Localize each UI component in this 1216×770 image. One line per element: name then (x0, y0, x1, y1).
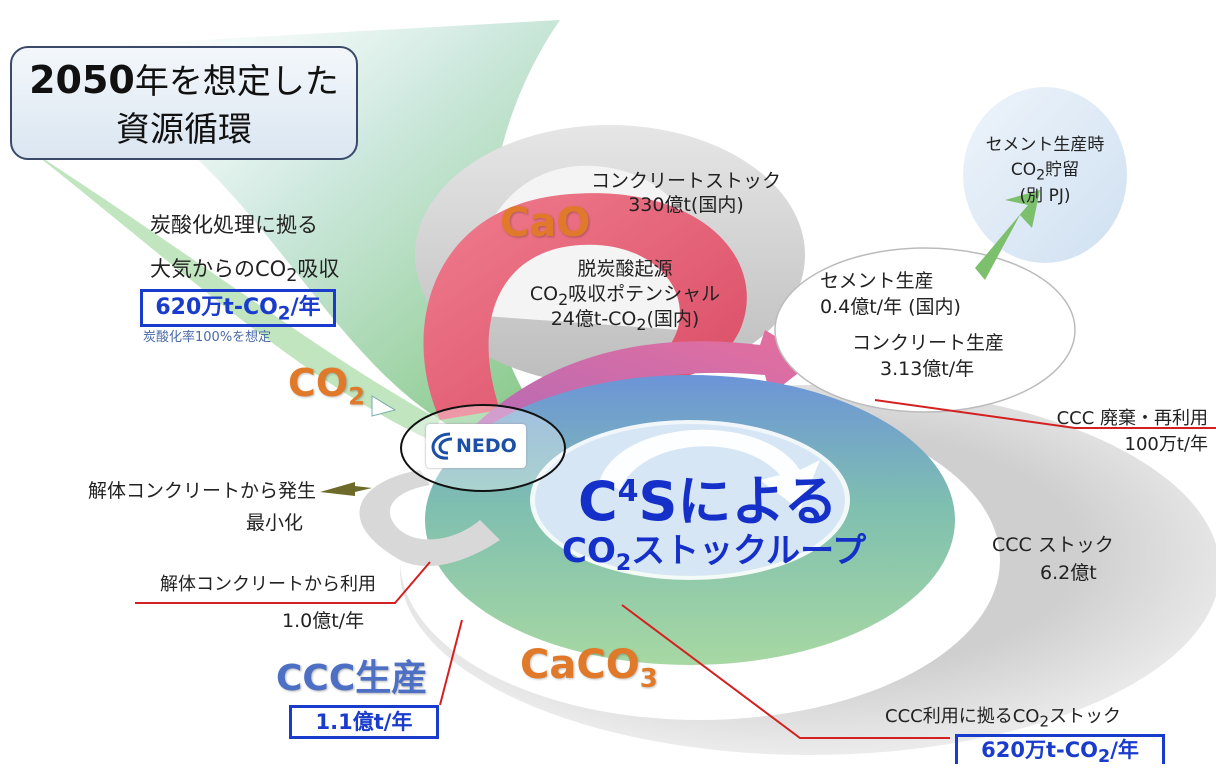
cement-storage-line1: セメント生産時 (985, 135, 1105, 155)
decarbonation-line1: 脱炭酸起源 (577, 258, 673, 280)
demolition-use-label: 解体コンクリートから利用 (160, 574, 376, 595)
ccc-stock-label: CCC ストック (992, 534, 1114, 556)
cement-production-value: 0.4億t/年 (国内) (820, 296, 961, 318)
decarbonation-line3: 24億t-CO2(国内) (550, 308, 700, 334)
cement-storage-line2: CO2貯留 (1010, 160, 1080, 184)
co2-stock-loop-title: CO2ストックループ (562, 531, 867, 576)
title-year: 2050 (29, 58, 135, 102)
demolition-use-value: 1.0億t/年 (282, 610, 365, 632)
demolition-generation-line1: 解体コンクリートから発生 (87, 480, 316, 502)
cement-production-label: セメント生産 (820, 270, 934, 292)
ccc-recycle-value: 100万t/年 (1124, 434, 1208, 455)
nedo-logo-text: NEDO (456, 435, 517, 457)
title-line1: 年を想定した (134, 62, 339, 102)
co2-arrowhead-icon (371, 395, 397, 417)
demolition-generation-line2: 最小化 (246, 512, 304, 534)
nedo-logo: NEDO (426, 424, 526, 468)
carbonation-note: 炭酸化率100%を想定 (143, 330, 272, 345)
production-bubble (774, 247, 1076, 413)
concrete-stock-line1: コンクリートストック (590, 170, 781, 192)
ccc-recycle-label: CCC 廃棄・再利用 (1056, 408, 1208, 429)
ccc-production-value-box: 1.1億t/年 (289, 705, 439, 739)
ccc-production-label: CCC生産 (276, 658, 428, 699)
title-box: 2050年を想定した 資源循環 (10, 46, 358, 160)
co2-label: CO2 (288, 361, 365, 411)
ccc-use-label: CCC利用に拠るCO2ストック (885, 706, 1121, 731)
production-arrow (470, 330, 815, 450)
caco3-label: CaCO3 (520, 642, 658, 694)
atmosphere-label-line2: 大気からのCO2吸収 (150, 257, 340, 287)
leader-lines (135, 399, 1216, 739)
cao-label: CaO (500, 200, 591, 246)
cement-storage-bubble (963, 87, 1127, 263)
cement-storage-line3: (別 PJ) (1019, 186, 1071, 206)
concrete-production-value: 3.13億t/年 (880, 358, 975, 380)
debris-arrow-icon (320, 482, 372, 496)
decarbonation-line2: CO2吸収ポテンシャル (529, 283, 721, 309)
concrete-stock-line2: 330億t(国内) (628, 194, 744, 216)
storage-arrow-icon (975, 190, 1040, 280)
ccc-stock-value: 6.2億t (1040, 562, 1097, 584)
title-line2: 資源循環 (116, 110, 252, 150)
atmosphere-amount-box: 620万t-CO2/年 (140, 289, 336, 327)
c4s-title: C4Sによる (578, 470, 838, 533)
concrete-production-label: コンクリート生産 (852, 332, 1005, 354)
atmosphere-label-line1: 炭酸化処理に拠る (150, 213, 318, 237)
nedo-swirl-icon (431, 432, 453, 460)
